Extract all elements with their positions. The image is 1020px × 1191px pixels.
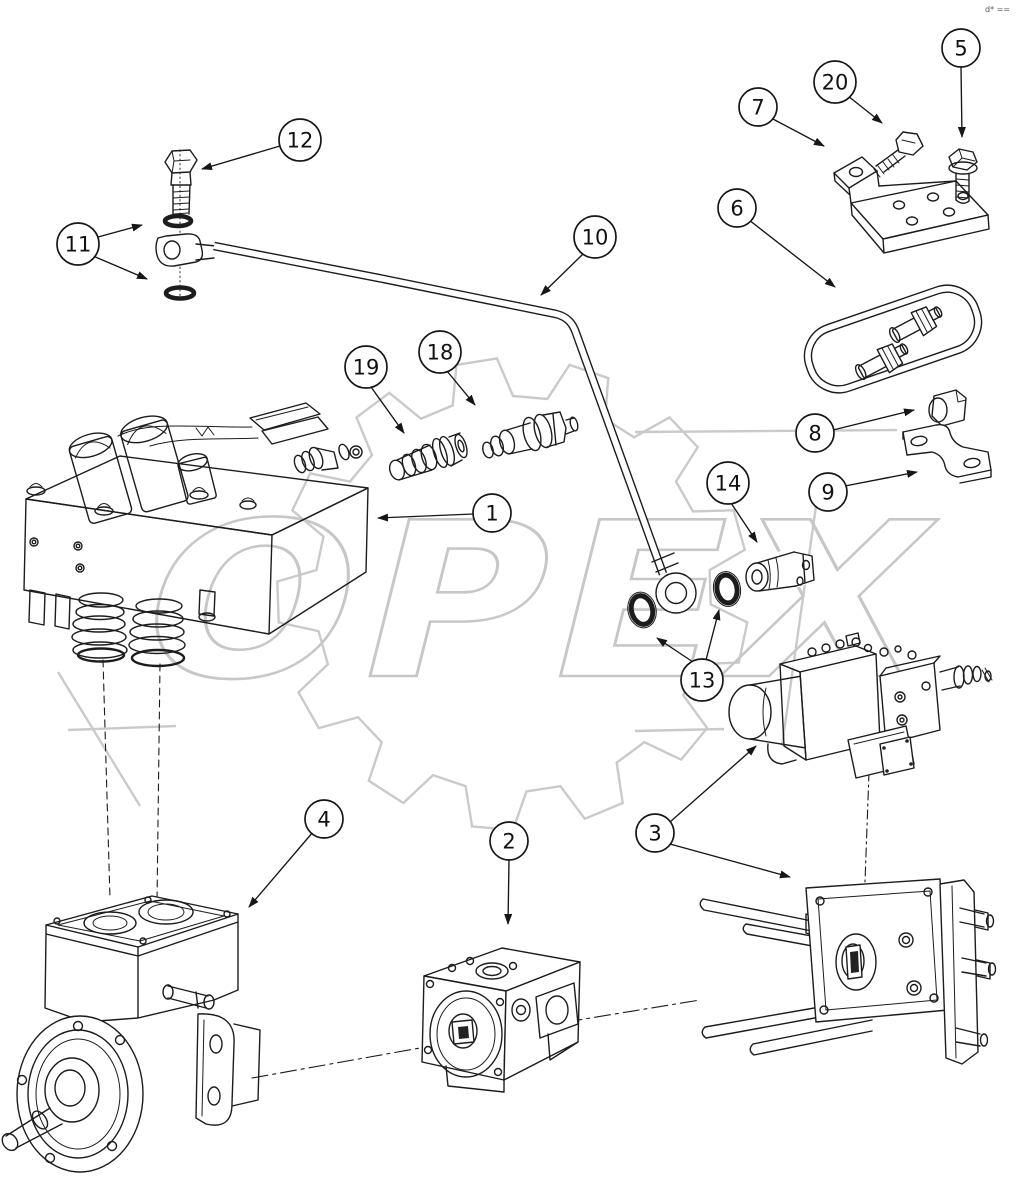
callout-3-number: 3 (648, 822, 661, 846)
part-sealing-washers-11 (162, 213, 197, 301)
part-valve-block-assembly-1 (23, 402, 369, 668)
callout-12-leader (201, 145, 281, 171)
callout-4-leader (248, 831, 314, 908)
callout-2 (489, 821, 529, 861)
part-center-pump-2 (421, 947, 581, 1093)
callout-12 (278, 118, 322, 162)
callout-20-leader (847, 95, 883, 124)
callout-11-leader (97, 223, 143, 238)
ribbed-hose-b (128, 598, 186, 668)
ribbed-hose-a (71, 592, 128, 663)
callout-18-leader (446, 370, 476, 406)
callout-12-number: 12 (287, 129, 314, 153)
callout-19-number: 19 (353, 356, 380, 380)
callout-7-leader (770, 117, 825, 147)
part-pump-3-lower (699, 878, 997, 1065)
part-valve-assembly-3-upper (728, 632, 993, 779)
callout-19-leader (370, 386, 405, 434)
part-banjo-bolt-12 (164, 149, 198, 215)
callout-14-leader (730, 502, 758, 543)
callout-14 (706, 461, 750, 505)
callout-2-number: 2 (502, 830, 515, 854)
callout-5 (941, 28, 981, 68)
part-hose-loop-6 (803, 284, 983, 394)
part-o-rings-13 (627, 571, 742, 629)
part-hex-bolt-20 (873, 131, 924, 178)
mounting-studs (699, 898, 873, 1056)
callout-9-leader (844, 469, 918, 487)
callout-11-leader (92, 255, 148, 280)
part-steel-tube-10 (155, 233, 697, 614)
callout-13-leader (656, 637, 694, 663)
callout-2-leader (504, 859, 513, 925)
hose-fitting-upper (888, 306, 943, 344)
callout-3-leader (669, 843, 791, 879)
callout-3-leader (669, 745, 757, 823)
callout-14-number: 14 (715, 472, 742, 496)
hex-plugs (26, 483, 257, 516)
part-main-pump-4 (1, 895, 261, 1173)
callout-13-leader (705, 609, 721, 661)
callout-19 (344, 345, 388, 389)
callout-4-number: 4 (317, 808, 330, 832)
scan-artifact-text: d* == (985, 5, 1010, 14)
part-clamp-strap-9 (902, 423, 992, 484)
callout-11 (56, 222, 100, 266)
part-small-connector-19 (388, 432, 468, 484)
callout-9-number: 9 (821, 481, 834, 505)
callout-8-number: 8 (808, 422, 821, 446)
callout-3 (635, 813, 675, 853)
callout-6-number: 6 (730, 197, 743, 221)
callout-1-leader (377, 513, 474, 522)
block-top-fittings (293, 443, 363, 474)
callout-10 (573, 215, 617, 259)
callout-8 (795, 413, 835, 453)
callout-7 (738, 87, 778, 127)
callout-5-number: 5 (954, 37, 967, 61)
callout-5-leader (957, 66, 966, 138)
callout-11-number: 11 (65, 233, 92, 257)
part-adapter-fitting-14 (745, 548, 815, 596)
part-mounting-bracket-7 (833, 156, 990, 254)
callout-6 (717, 188, 757, 228)
callout-6-leader (748, 219, 836, 288)
callout-10-leader (540, 253, 584, 296)
callout-4 (304, 799, 344, 839)
callout-8-leader (832, 408, 915, 431)
part-flange-bolt-5 (948, 148, 978, 204)
callout-20-number: 20 (822, 71, 849, 95)
callout-1 (472, 493, 512, 533)
callout-18 (418, 330, 462, 374)
callout-13 (680, 658, 724, 702)
part-large-connector-18 (480, 411, 579, 468)
callout-7-number: 7 (751, 96, 764, 120)
callout-1-number: 1 (485, 502, 498, 526)
callout-10-number: 10 (582, 226, 609, 250)
part-grommet-8 (928, 389, 967, 427)
callout-9 (808, 472, 848, 512)
callout-13-number: 13 (689, 669, 716, 693)
callout-18-number: 18 (427, 341, 454, 365)
hose-fitting-lower (854, 343, 909, 381)
callout-20 (813, 60, 857, 104)
centerlines (102, 149, 870, 1079)
